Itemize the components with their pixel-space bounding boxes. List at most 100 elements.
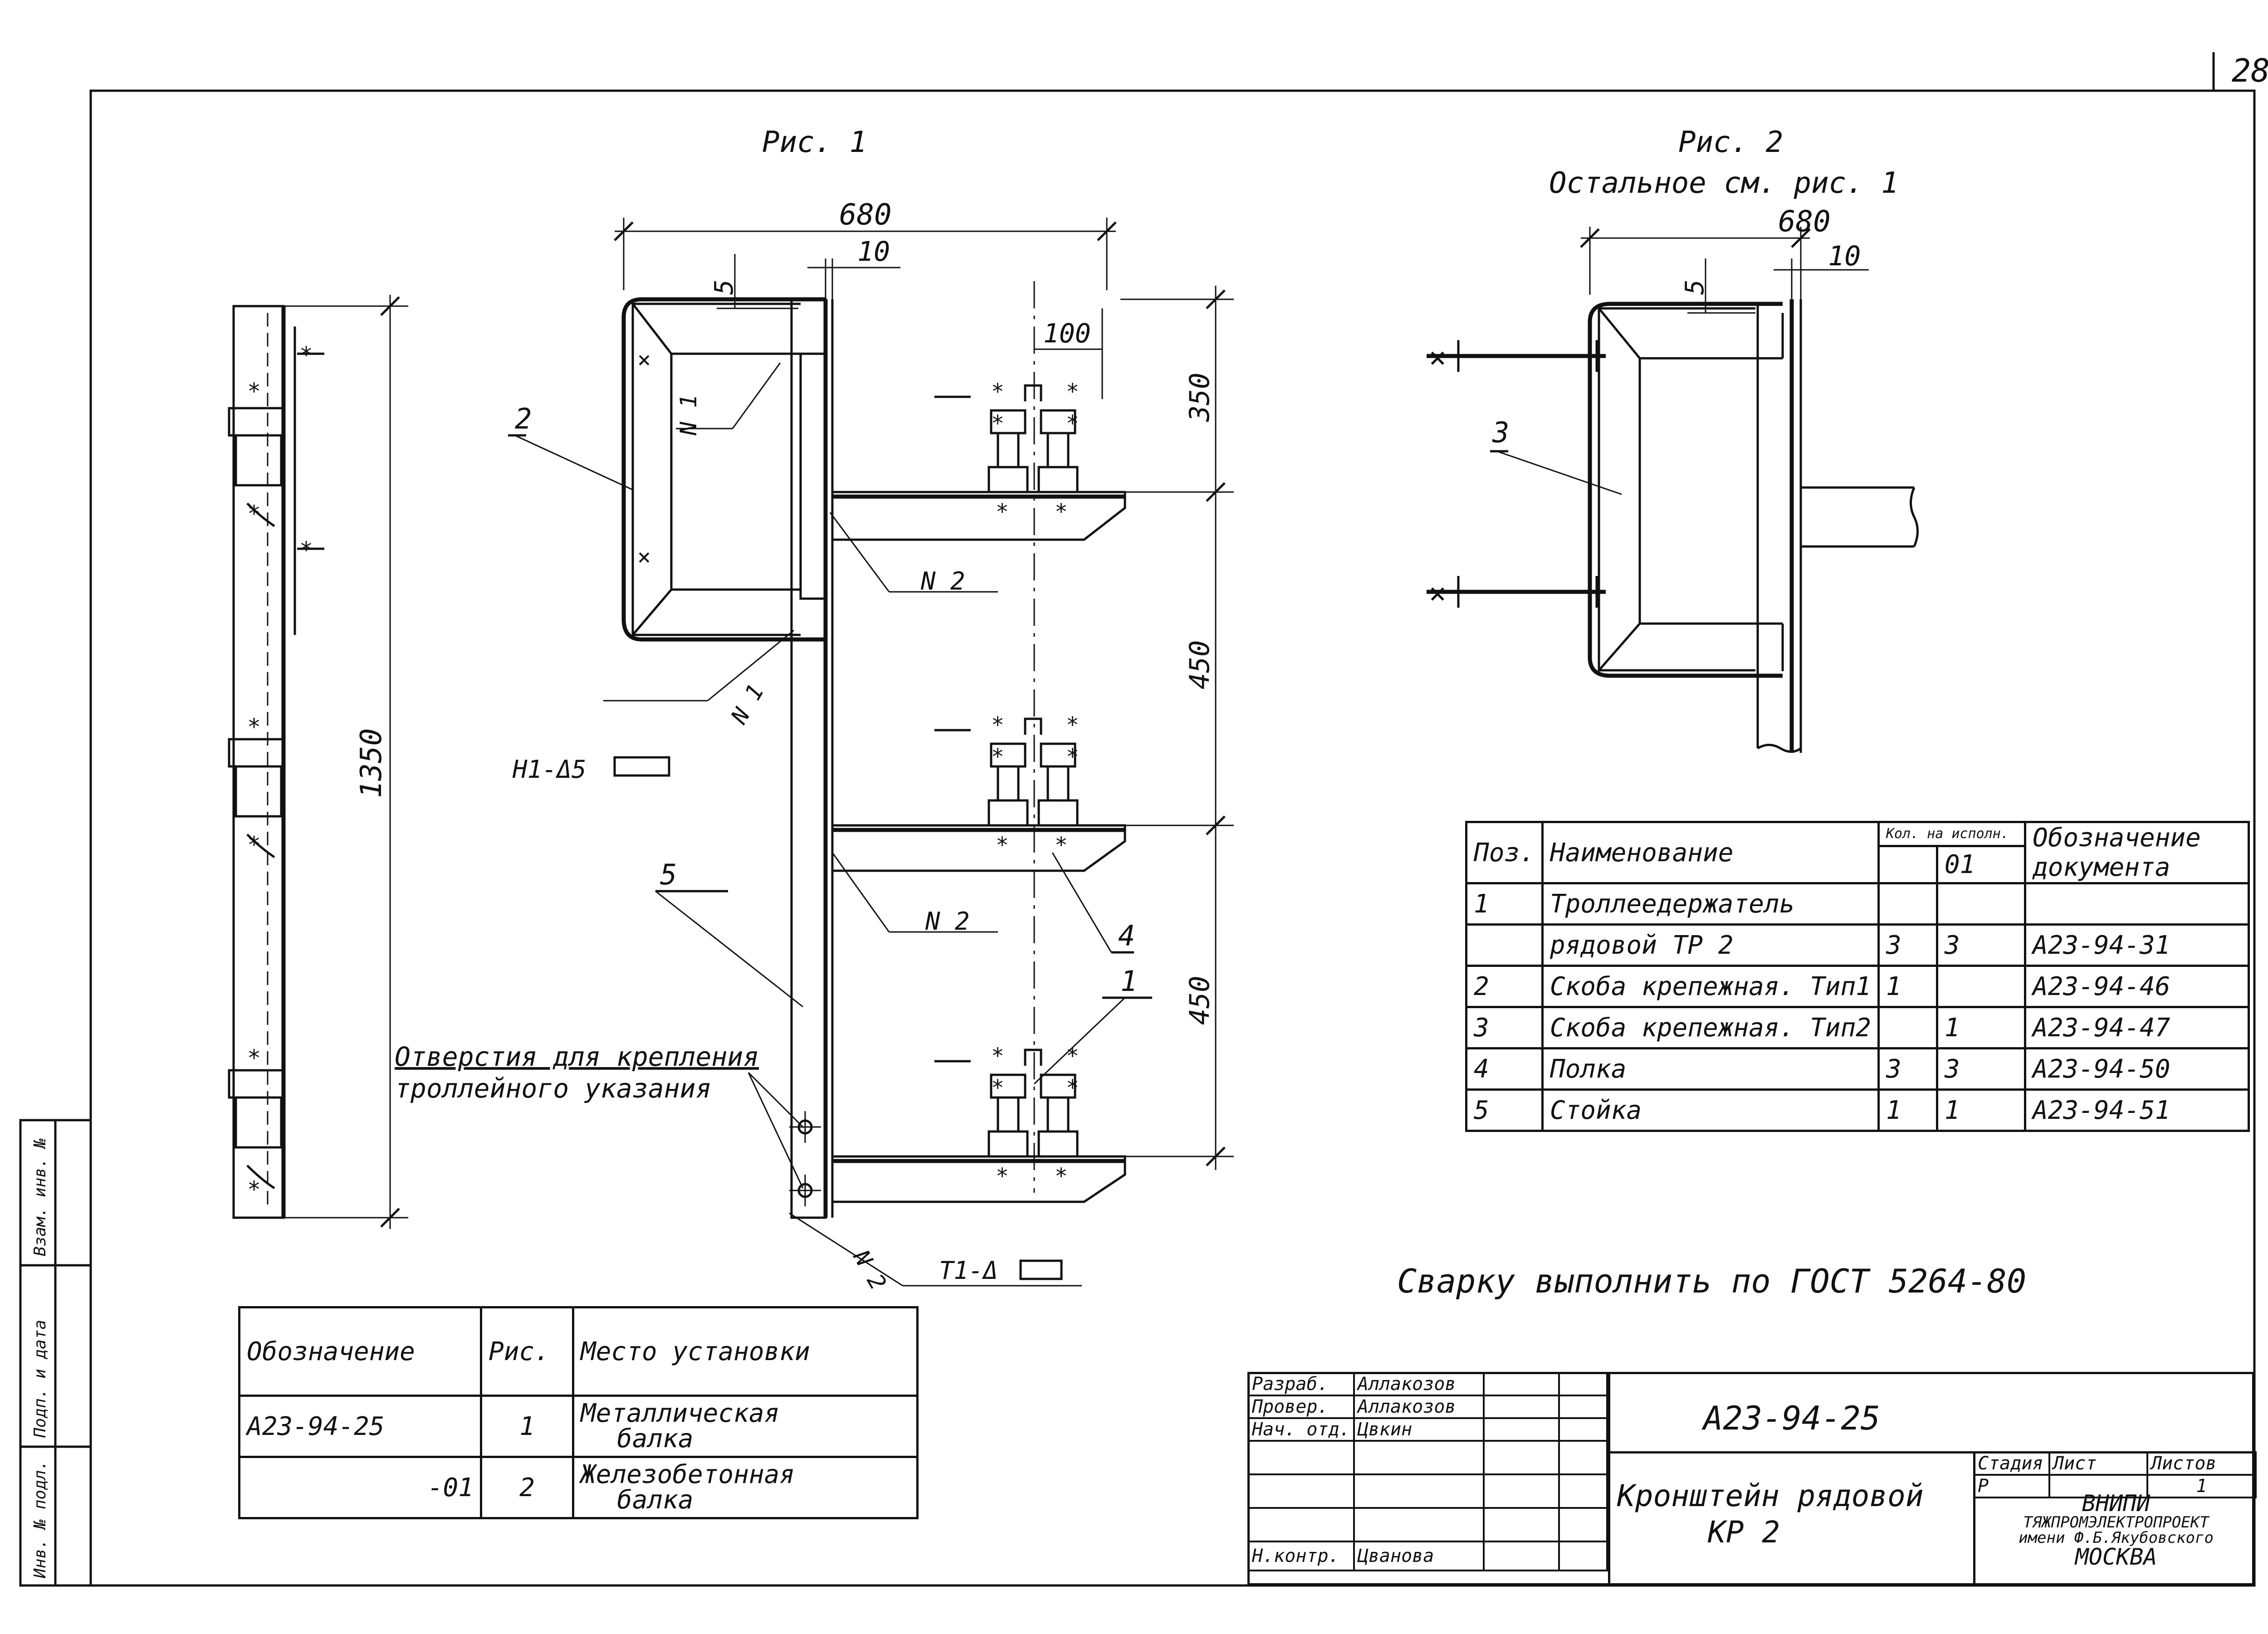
side-strip: Инв. № подл. Подп. и дата Взам. инв. № [19,1119,92,1587]
spec-table: Поз. Наименование Кол. на исполн. Обозна… [1465,821,2250,1132]
fig2-pos-3: 3 [1492,416,1509,449]
stamp-org: ВНИПИ ТЯЖПРОМЭЛЕКТРОПРОЕКТ имени Ф.Б.Яку… [2019,1490,2214,1570]
svg-text:*: * [1055,833,1068,858]
fig1-holes-note-2: троллейного указания [395,1073,711,1104]
side-strip-cell-2: Подп. и дата [31,1320,49,1438]
stamp-divider-v [1608,1374,1610,1585]
fig1-weld-n2-b: N 2 [925,907,970,936]
spec-header-doc: Обозначение документа [2024,821,2250,884]
variant-table: Обозначение Рис. Место установки А23-94-… [238,1306,919,1519]
fig2-dim-10: 10 [1828,240,1861,272]
svg-text:×: × [637,544,651,570]
svg-text:×: × [637,346,651,373]
table-row: Стадия Лист Листов [1973,1451,2257,1476]
fig1-weld-n1-b: N 1 [726,680,769,729]
variant-header-fig: Рис. [480,1306,574,1397]
fig2-view: Рис. 2 Остальное см. рис. 1 × × 680 10 [1427,126,1919,753]
svg-text:*: * [1066,1075,1079,1101]
spec-header-qty: Кол. на исполн. [1877,821,2027,847]
fig1-holes-note-1: Отверстия для крепления [395,1041,759,1072]
fig1-dim-450b: 450 [1184,976,1216,1025]
fig1-dim-350: 350 [1184,373,1216,422]
fig1-pos-5: 5 [660,858,677,891]
spec-header-qty-base [1877,844,1938,885]
fig2-dim-5: 5 [1680,279,1710,295]
table-row: Разраб.Аллакозов [1247,1372,1608,1396]
fig1-pos-2: 2 [515,402,532,435]
fig1-dim-10: 10 [857,236,890,268]
svg-text:*: * [996,499,1009,525]
table-row: Провер.Аллакозов [1247,1395,1608,1419]
svg-text:×: × [1429,341,1447,375]
spec-header-name: Наименование [1541,821,1880,884]
fig1-weld-n2-a: N 2 [920,567,965,595]
table-row [1247,1473,1608,1509]
svg-text:×: × [1429,577,1447,610]
svg-text:*: * [247,1176,261,1203]
fig2-subtitle: Остальное см. рис. 1 [1549,166,1899,200]
fig1-weld-n1-a: N 1 [675,395,702,436]
table-row [1247,1507,1608,1542]
svg-text:*: * [996,1164,1009,1189]
fig2-dim-width: 680 [1778,205,1831,239]
page-number: 28 [2232,52,2268,89]
side-strip-cell-3: Взам. инв. № [31,1138,49,1256]
svg-text:*: * [991,411,1004,436]
title-block: Разраб.Аллакозов Провер.Аллакозов Нач. о… [1247,1372,2257,1585]
table-row: Нач. отд.Цвкин [1247,1417,1608,1442]
weld-note: Сварку выполнить по ГОСТ 5264-80 [1397,1262,2026,1300]
fig2-title: Рис. 2 [1678,126,1783,159]
variant-header-designation: Обозначение [238,1306,482,1397]
spec-header-qty-01: 01 [1936,844,2027,885]
table-row [1247,1440,1608,1475]
side-strip-cell-1: Инв. № подл. [31,1460,49,1579]
sheet-frame [89,89,2256,1587]
fig1-dim-100: 100 [1043,318,1091,349]
svg-text:*: * [996,833,1009,858]
fig1-weld-symbol-h: H1-Δ5 [512,755,587,784]
fig1-title: Рис. 1 [762,126,867,159]
fig1-dim-total: 1350 [355,728,388,798]
stamp-title-1: Кронштейн рядовой [1617,1478,1924,1513]
svg-text:*: * [299,342,313,368]
svg-text:*: * [991,1075,1004,1101]
svg-text:*: * [991,379,1004,405]
stamp-sheet-info: Стадия Лист Листов Р 1 [1973,1451,2257,1498]
spec-header-pos: Поз. [1465,821,1544,884]
fig1-front-view: Рис. 1 × × [395,126,1234,1294]
stamp-title-2: КР 2 [1708,1515,1780,1550]
fig1-weld-symbol-t: T1-Δ [939,1256,998,1285]
svg-text:*: * [1066,712,1079,738]
stamp-divider-v2 [1973,1451,1975,1585]
svg-text:*: * [247,378,261,405]
svg-text:*: * [991,712,1004,738]
table-row: Н.контр.Цванова [1247,1541,1608,1571]
svg-text:*: * [247,832,261,858]
svg-text:*: * [1066,379,1079,405]
table-row: Р 1 [1973,1474,2257,1498]
svg-text:*: * [247,501,261,527]
fig1-pos-4: 4 [1118,919,1135,952]
fig1-weld-n2-c: N 2 [848,1245,891,1294]
svg-text:*: * [247,1045,261,1071]
stamp-doc-code: А23-94-25 [1703,1399,1881,1437]
fig1-pos-1: 1 [1120,965,1137,998]
fig1-dim-5: 5 [709,279,739,295]
fig1-side-view: ** ** ** ** 1350 [228,295,408,1229]
svg-text:*: * [299,537,313,563]
stamp-roles: Разраб.Аллакозов Провер.Аллакозов Нач. о… [1247,1372,1608,1571]
svg-text:*: * [991,1044,1004,1069]
variant-header-place: Место установки [572,1306,919,1397]
svg-text:*: * [991,744,1004,770]
fig1-dim-450a: 450 [1184,640,1216,689]
svg-text:*: * [1066,411,1079,436]
